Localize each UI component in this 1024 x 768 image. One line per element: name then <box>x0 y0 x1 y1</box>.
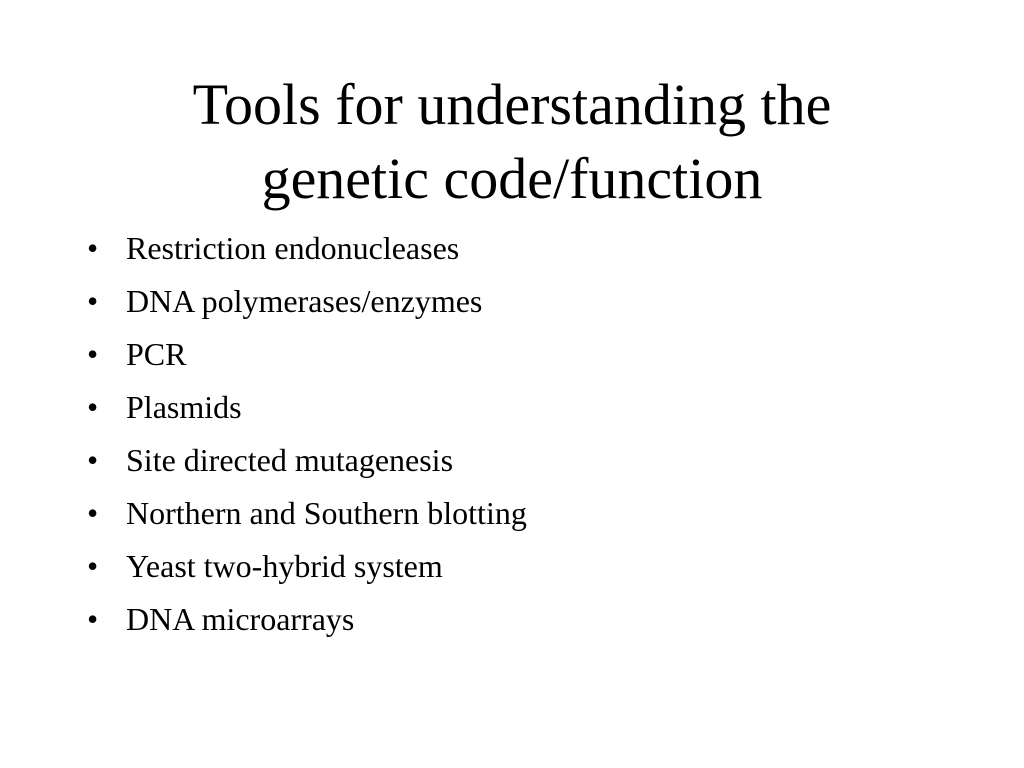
bullet-icon: • <box>87 283 99 319</box>
bullet-icon: • <box>87 389 99 425</box>
bullet-text: Yeast two-hybrid system <box>126 548 443 584</box>
bullet-text: DNA microarrays <box>126 601 355 637</box>
slide-title-line-1: Tools for understanding the <box>192 72 832 137</box>
bullet-text: Plasmids <box>126 389 242 425</box>
bullet-icon: • <box>87 601 99 637</box>
bullet-text: Restriction endonucleases <box>126 230 460 266</box>
bullet-icon: • <box>87 336 99 372</box>
bullet-text: PCR <box>126 336 187 372</box>
bullet-icon: • <box>87 230 99 266</box>
bullet-text: DNA polymerases/enzymes <box>126 283 483 319</box>
bullet-icon: • <box>87 548 99 584</box>
slide-title: Tools for understanding the genetic code… <box>0 68 1024 216</box>
slide-title-line-2: genetic code/function <box>261 146 763 211</box>
bullet-icon: • <box>87 442 99 478</box>
bullet-text: Northern and Southern blotting <box>126 495 527 531</box>
bullet-text: Site directed mutagenesis <box>126 442 454 478</box>
bullet-icon: • <box>87 495 99 531</box>
